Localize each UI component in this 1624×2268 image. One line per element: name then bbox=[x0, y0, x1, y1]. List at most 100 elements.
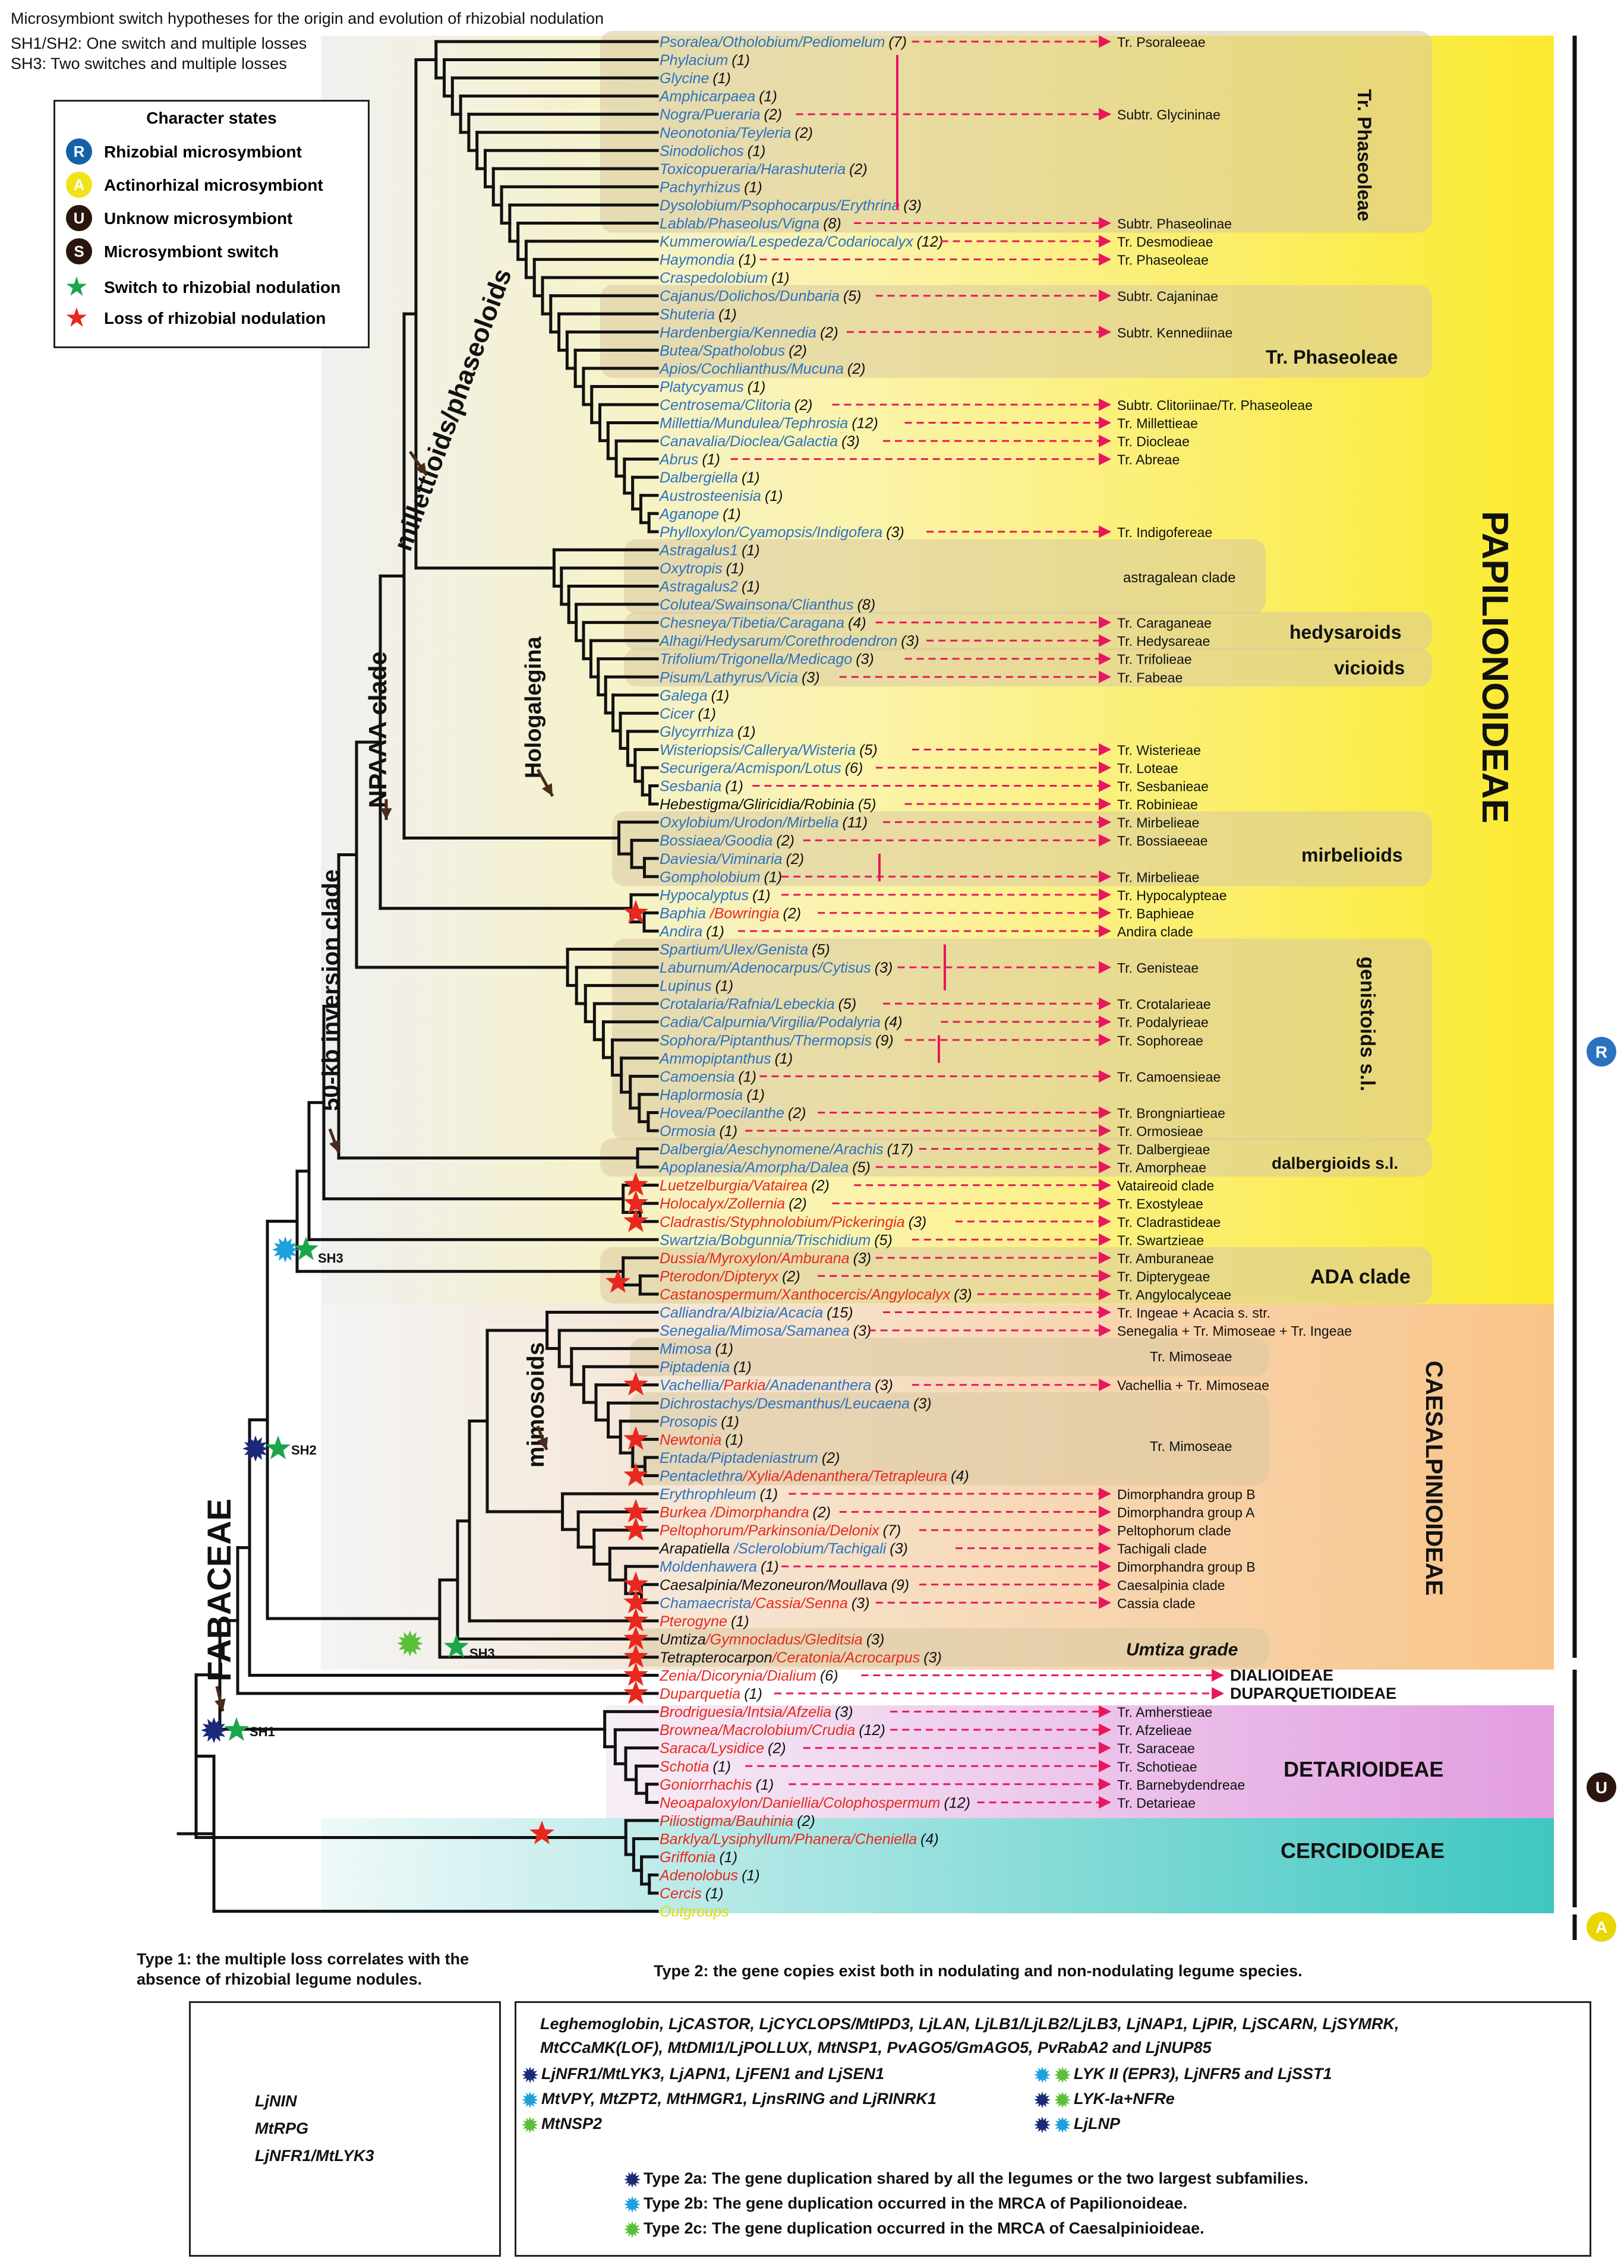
taxon-label: Securigera/Acmispon/Lotus(6) bbox=[660, 760, 863, 777]
tribe-label: DIALIOIDEAE bbox=[1230, 1667, 1333, 1685]
pointer-arrow-icon-head bbox=[380, 808, 392, 820]
tribe-label: Senegalia + Tr. Mimoseae + Tr. Ingeae bbox=[1117, 1323, 1352, 1339]
detarioideae-panel bbox=[606, 1705, 1554, 1818]
taxon-count: (1) bbox=[748, 143, 766, 159]
taxon-name: Astragalus2 bbox=[658, 579, 738, 595]
taxon-name: Barklya/Lysiphyllum/Phanera/Cheniella bbox=[660, 1831, 917, 1847]
taxon-name: Sinodolichos bbox=[660, 143, 744, 159]
taxon-count: (1) bbox=[752, 887, 771, 904]
group-band-dalbergioids bbox=[600, 1138, 1432, 1177]
tribe-label: Tr. Psoraleeae bbox=[1117, 34, 1206, 50]
taxon-label: Sesbania(1) bbox=[660, 778, 743, 795]
tribe-label: Tr. Loteae bbox=[1117, 761, 1178, 776]
taxon-label: Centrosema/Clitoria(2) bbox=[660, 397, 812, 414]
taxon-name: Gompholobium bbox=[660, 869, 761, 885]
taxon-name: Canavalia/Dioclea/Galactia bbox=[660, 433, 838, 450]
taxon-count: (9) bbox=[891, 1577, 910, 1594]
taxon-label: Dysolobium/Psophocarpus/Erythrina(3) bbox=[660, 197, 922, 214]
taxon-count: (1) bbox=[742, 579, 760, 595]
tribe-label: Tr. Cladrastideae bbox=[1117, 1215, 1221, 1230]
taxon-label: Peltophorum/Parkinsonia/Delonix(7) bbox=[660, 1522, 901, 1539]
red-star-icon: ★ bbox=[66, 305, 87, 331]
loss-star-icon bbox=[623, 1190, 648, 1214]
taxon-count: (15) bbox=[827, 1305, 853, 1321]
taxon-label: Schotia(1) bbox=[660, 1758, 731, 1775]
tribe-label: Tachigali clade bbox=[1117, 1541, 1207, 1557]
taxon-count: (1) bbox=[705, 1885, 724, 1902]
taxon-count: (9) bbox=[875, 1032, 894, 1049]
taxon-label: Trifolium/Trigonella/Medicago(3) bbox=[660, 651, 874, 668]
clade-label-ada: ADA clade bbox=[1310, 1266, 1411, 1288]
taxon-name: Senegalia/Mimosa/Samanea bbox=[660, 1323, 850, 1339]
taxon-name: Astragalus1 bbox=[658, 542, 738, 559]
taxon-count: (3) bbox=[853, 1323, 872, 1339]
taxon-name: Platycyamus bbox=[660, 378, 744, 395]
switch-label-sh3: SH3 bbox=[318, 1251, 343, 1266]
tribe-label: Tr. Exostyleae bbox=[1117, 1196, 1203, 1212]
type2-burst-row: LYK-Ia+NFRe bbox=[1033, 2090, 1175, 2109]
taxon-count: (11) bbox=[843, 815, 868, 831]
taxon-label: Pterogyne(1) bbox=[660, 1613, 749, 1630]
taxon-name: Abrus bbox=[658, 452, 698, 468]
tribe-label: Subtr. Phaseolinae bbox=[1117, 216, 1232, 232]
loss-star-icon bbox=[623, 1499, 648, 1523]
type2-burst-row: LjLNP bbox=[1033, 2115, 1120, 2134]
tribe-label: Tr. Sesbanieae bbox=[1117, 779, 1209, 794]
taxon-label: Daviesia/Viminaria(2) bbox=[660, 851, 804, 868]
taxon-name: Mimosa bbox=[660, 1341, 712, 1358]
taxon-count: (3) bbox=[853, 1250, 872, 1267]
taxon-name: Andira bbox=[658, 923, 702, 940]
type2a-burst-icon bbox=[624, 2171, 641, 2188]
taxon-label: Outgroups bbox=[660, 1904, 729, 1920]
tribe-label: Tr. Caraganeae bbox=[1117, 616, 1212, 631]
taxon-label: Dichrostachys/Desmanthus/Leucaena(3) bbox=[660, 1395, 932, 1412]
clade-label-astragalean: astragalean clade bbox=[1123, 570, 1235, 586]
taxon-name: Trifolium/Trigonella/Medicago bbox=[660, 651, 852, 668]
taxon-name: Duparquetia bbox=[660, 1686, 740, 1702]
taxon-count: (3) bbox=[852, 1595, 870, 1611]
taxon-label: Laburnum/Adenocarpus/Cytisus(3) bbox=[660, 960, 893, 976]
tribe-label: Tr. Wisterieae bbox=[1117, 742, 1201, 758]
legend-item-actinorhizal: A Actinorhizal microsymbiont bbox=[66, 172, 323, 199]
taxon-label: Senegalia/Mimosa/Samanea(3) bbox=[660, 1323, 871, 1339]
taxon-name: Entada/Piptadeniastrum bbox=[660, 1450, 818, 1466]
taxon-label: Ormosia(1) bbox=[660, 1123, 737, 1140]
taxon-label: Amphicarpaea(1) bbox=[658, 89, 777, 105]
tribe-label: Tr. Detarieae bbox=[1117, 1795, 1196, 1810]
taxon-count: (1) bbox=[764, 869, 783, 885]
type1-gene: LjNIN bbox=[255, 2092, 297, 2110]
tribe-label: Tr. Afzelieae bbox=[1117, 1723, 1192, 1738]
clade-label-mimoseae: Tr. Mimoseae bbox=[1150, 1349, 1232, 1364]
type2a-burst-icon bbox=[242, 1436, 269, 1462]
s-badge-icon: S bbox=[66, 238, 92, 264]
tribe-label: Andira clade bbox=[1117, 924, 1193, 939]
type2c-burst-icon bbox=[1054, 2066, 1071, 2083]
taxon-count: (1) bbox=[702, 452, 720, 468]
taxon-count: (3) bbox=[909, 1214, 927, 1231]
loss-star-icon bbox=[623, 1571, 648, 1595]
taxon-label: Arapatiella /Sclerolobium/Tachigali(3) bbox=[658, 1541, 908, 1557]
clade-label-phaseoleae: Tr. Phaseoleae bbox=[1266, 346, 1398, 368]
taxon-name: Dichrostachys/Desmanthus/Leucaena bbox=[660, 1395, 910, 1412]
taxon-label: Entada/Piptadeniastrum(2) bbox=[660, 1450, 840, 1466]
subfamily-detarioideae: DETARIOIDEAE bbox=[1284, 1757, 1443, 1781]
taxon-count: (2) bbox=[788, 1105, 806, 1121]
taxon-name: Shuteria bbox=[660, 306, 715, 323]
taxon-count: (2) bbox=[813, 1504, 831, 1521]
taxon-name: Dalbergia/Aeschynomene/Arachis bbox=[660, 1141, 884, 1158]
taxon-count: (1) bbox=[698, 705, 716, 722]
legend-item-switch-to-rhizobial: ★ Switch to rhizobial nodulation bbox=[66, 274, 340, 301]
clade-label-umtiza: Umtiza grade bbox=[1126, 1640, 1238, 1660]
legend-label: Loss of rhizobial nodulation bbox=[104, 309, 326, 327]
taxon-count: (8) bbox=[823, 216, 841, 232]
clade-label-npaaa: NPAAA clade bbox=[364, 651, 392, 808]
group-band-mirbelioids bbox=[612, 811, 1432, 887]
group-band-mimoseae1 bbox=[630, 1338, 1269, 1377]
group-band-genistoids bbox=[612, 938, 1432, 1140]
taxon-label: Brodriguesia/Intsia/Afzelia(3) bbox=[660, 1704, 853, 1721]
taxon-label: Oxytropis(1) bbox=[660, 560, 744, 577]
taxon-label: Galega(1) bbox=[660, 687, 729, 704]
taxon-name: Piliostigma/Bauhinia bbox=[660, 1813, 793, 1829]
taxon-label: Wisteriopsis/Callerya/Wisteria(5) bbox=[660, 742, 878, 758]
r-badge-icon bbox=[1587, 1037, 1616, 1067]
